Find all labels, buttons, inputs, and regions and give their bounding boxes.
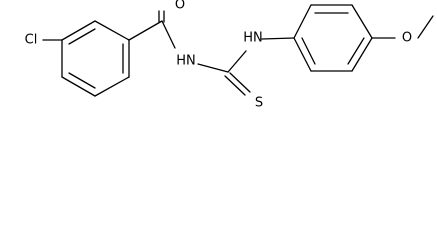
ether-oxygen-label: O (402, 31, 412, 46)
thiourea-group (197, 50, 251, 96)
chlorophenyl-ring (61, 20, 130, 97)
amide-nitrogen-label: HN (176, 54, 196, 69)
carbonyl-oxygen-label: O (175, 0, 185, 13)
methoxyphenyl-ring (293, 4, 373, 72)
methoxy-group (371, 15, 434, 39)
chlorine-atom-label: Cl (25, 33, 38, 48)
amide-group (128, 10, 176, 49)
n-aryl-bond (261, 37, 295, 40)
sulfur-atom-label: S (255, 96, 263, 111)
chemical-structure: Cl O HN HN S O (25, 0, 434, 111)
thioamide-nitrogen-label: HN (243, 31, 263, 46)
